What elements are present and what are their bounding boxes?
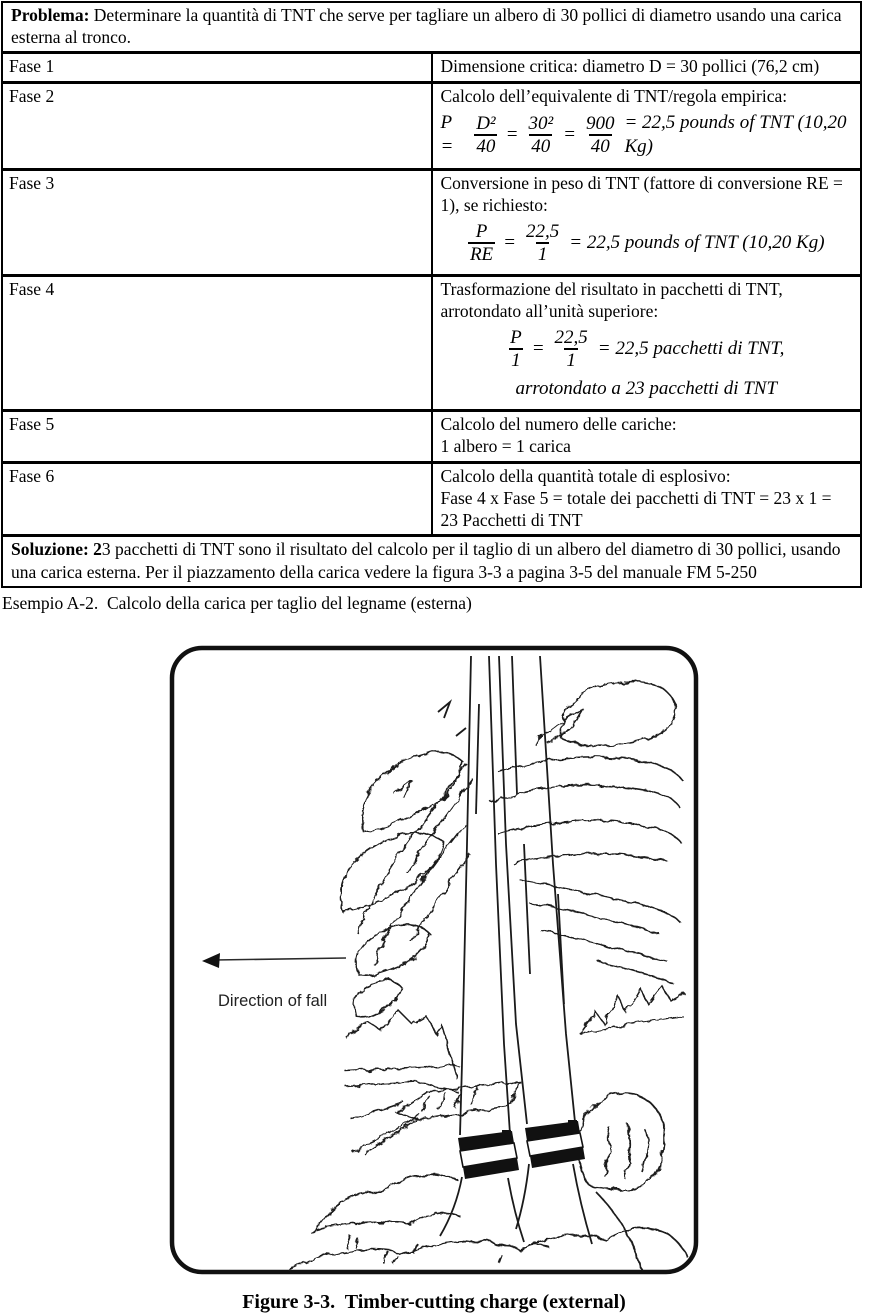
fase2-label: Fase 2 [1,80,433,171]
fase4-intro: Trasformazione del risultato in pacchett… [440,279,783,322]
fase4-content: Trasformazione del risultato in pacchett… [430,274,862,412]
fase5-content: Calcolo del numero delle cariche: 1 albe… [430,409,862,464]
direction-of-fall-label: Direction of fall [218,992,327,1010]
timber-cutting-figure: Direction of fall [168,644,700,1281]
right-branches [489,680,683,985]
equals-sign: = [503,231,516,253]
ground-rocks [287,1173,689,1271]
formula-result: = 22,5 pounds of TNT (10,20 Kg) [569,231,825,253]
fase6-content: Calcolo della quantità totale di esplosi… [430,460,862,537]
fase1-label: Fase 1 [1,51,433,84]
fase3-label: Fase 3 [1,168,433,277]
equals-sign: = [563,123,576,145]
table-row-fase5: Fase 5 Calcolo del numero delle cariche:… [1,409,862,464]
table-row-fase6: Fase 6 Calcolo della quantità totale di … [1,460,862,537]
fase6-line1: Calcolo della quantità totale di esplosi… [440,465,731,486]
bush [576,1091,665,1191]
figure-caption: Figure 3-3. Timber-cutting charge (exter… [242,1290,626,1313]
left-branches [339,750,474,1018]
table-row-fase1: Fase 1 Dimensione critica: diametro D = … [1,51,862,84]
fase6-label: Fase 6 [1,460,433,537]
fase6-line2: Fase 4 x Fase 5 = totale dei pacchetti d… [440,487,832,531]
problema-cell: Problema: Determinare la quantità di TNT… [1,1,862,54]
fase5-label: Fase 5 [1,409,433,464]
fase4-formula-line2: arrotondato a 23 pacchetti di TNT [515,378,778,400]
fase5-line1: Calcolo del numero delle cariche: [440,414,677,435]
fase3-intro: Conversione in peso di TNT (fattore di c… [440,173,843,216]
equals-sign: = [531,337,545,359]
background-ridges [344,984,685,1155]
fase5-line2: 1 albero = 1 carica [440,436,571,457]
table-row-fase2: Fase 2 Calcolo dell’equivalente di TNT/r… [1,80,862,171]
fase2-intro: Calcolo dell’equivalente di TNT/regola e… [440,85,788,106]
table-row-fase3: Fase 3 Conversione in peso di TNT (fatto… [1,168,862,277]
charge-band-right [525,1119,585,1168]
problema-label: Problema: [11,5,90,25]
tree-line-drawing: Direction of fall [169,645,699,1274]
fase1-content: Dimensione critica: diametro D = 30 poll… [430,51,862,84]
soluzione-cell: Soluzione: 23 pacchetti di TNT sono il r… [1,534,862,588]
esempio-caption: Esempio A-2. Calcolo della carica per ta… [2,592,472,613]
charge-band-left [458,1129,519,1179]
equals-sign: = [505,123,519,145]
fase3-content: Conversione in peso di TNT (fattore di c… [430,168,862,277]
formula-result: = 22,5 pounds of TNT (10,20 Kg) [624,111,847,157]
soluzione-text: 3 pacchetti di TNT sono il risultato del… [11,539,841,582]
formula-lhs: P = [440,111,454,157]
problema-row: Problema: Determinare la quantità di TNT… [1,1,862,54]
table-row-fase4: Fase 4 Trasformazione del risultato in p… [1,274,862,412]
problem-worksheet-table: Problema: Determinare la quantità di TNT… [1,1,862,588]
soluzione-row: Soluzione: 23 pacchetti di TNT sono il r… [1,534,862,588]
fase4-label: Fase 4 [1,274,433,412]
direction-of-fall-arrow [202,952,347,968]
fase1-line: Dimensione critica: diametro D = 30 poll… [440,56,820,77]
problema-text: Determinare la quantità di TNT che serve… [11,5,842,48]
fase2-content: Calcolo dell’equivalente di TNT/regola e… [430,80,862,171]
formula-result: = 22,5 pacchetti di TNT, [597,337,785,359]
soluzione-label: Soluzione: 2 [11,539,102,560]
